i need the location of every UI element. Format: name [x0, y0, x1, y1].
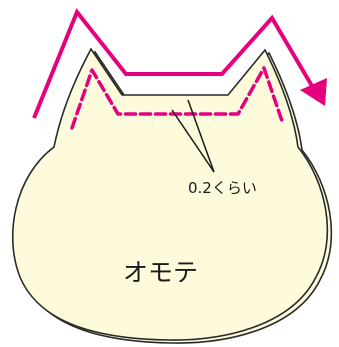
sewing-direction-arrow — [32, 8, 314, 119]
leader-line-left — [171, 109, 215, 173]
leader-line-right — [187, 99, 215, 173]
seam-allowance-label: 0.2くらい — [188, 179, 257, 197]
arrowhead-icon — [300, 78, 327, 106]
cat-face-front-layer — [11, 47, 329, 341]
stitch-line — [70, 66, 285, 130]
fabric-face-label: オモテ — [123, 258, 198, 287]
